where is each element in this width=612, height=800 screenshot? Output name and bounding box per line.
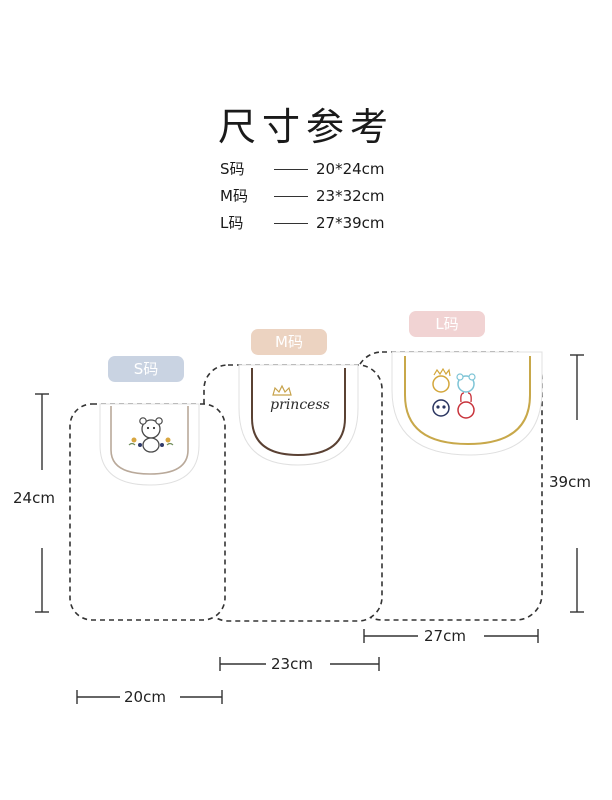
divider: [274, 223, 308, 224]
bear-icon: [128, 417, 174, 453]
dimension-lines: [35, 354, 584, 704]
crown-icon: [272, 384, 292, 396]
towel-m: [203, 364, 383, 622]
size-label: L码: [220, 214, 244, 232]
size-value: 20*24cm: [316, 160, 385, 178]
page-title: 尺寸参考: [217, 105, 394, 149]
size-label: S码: [220, 160, 245, 178]
badge-l: L码: [409, 311, 485, 337]
size-value: 27*39cm: [316, 214, 385, 232]
s-width-label: 20cm: [121, 688, 169, 706]
size-value: 23*32cm: [316, 187, 385, 205]
size-row-l: L码 27*39cm: [220, 212, 385, 234]
divider: [274, 196, 308, 197]
l-height-label: 39cm: [546, 473, 594, 491]
m-width-label: 23cm: [268, 655, 316, 673]
s-height-label: 24cm: [10, 489, 58, 507]
badge-s: S码: [108, 356, 184, 382]
animal-heads-icon: [432, 367, 476, 419]
size-row-s: S码 20*24cm: [220, 158, 385, 180]
size-row-m: M码 23*32cm: [220, 185, 385, 207]
l-width-label: 27cm: [421, 627, 469, 645]
brand-text: princess: [270, 397, 330, 413]
badge-m: M码: [251, 329, 327, 355]
towel-l: [355, 351, 543, 621]
size-label: M码: [220, 187, 248, 205]
divider: [274, 169, 308, 170]
